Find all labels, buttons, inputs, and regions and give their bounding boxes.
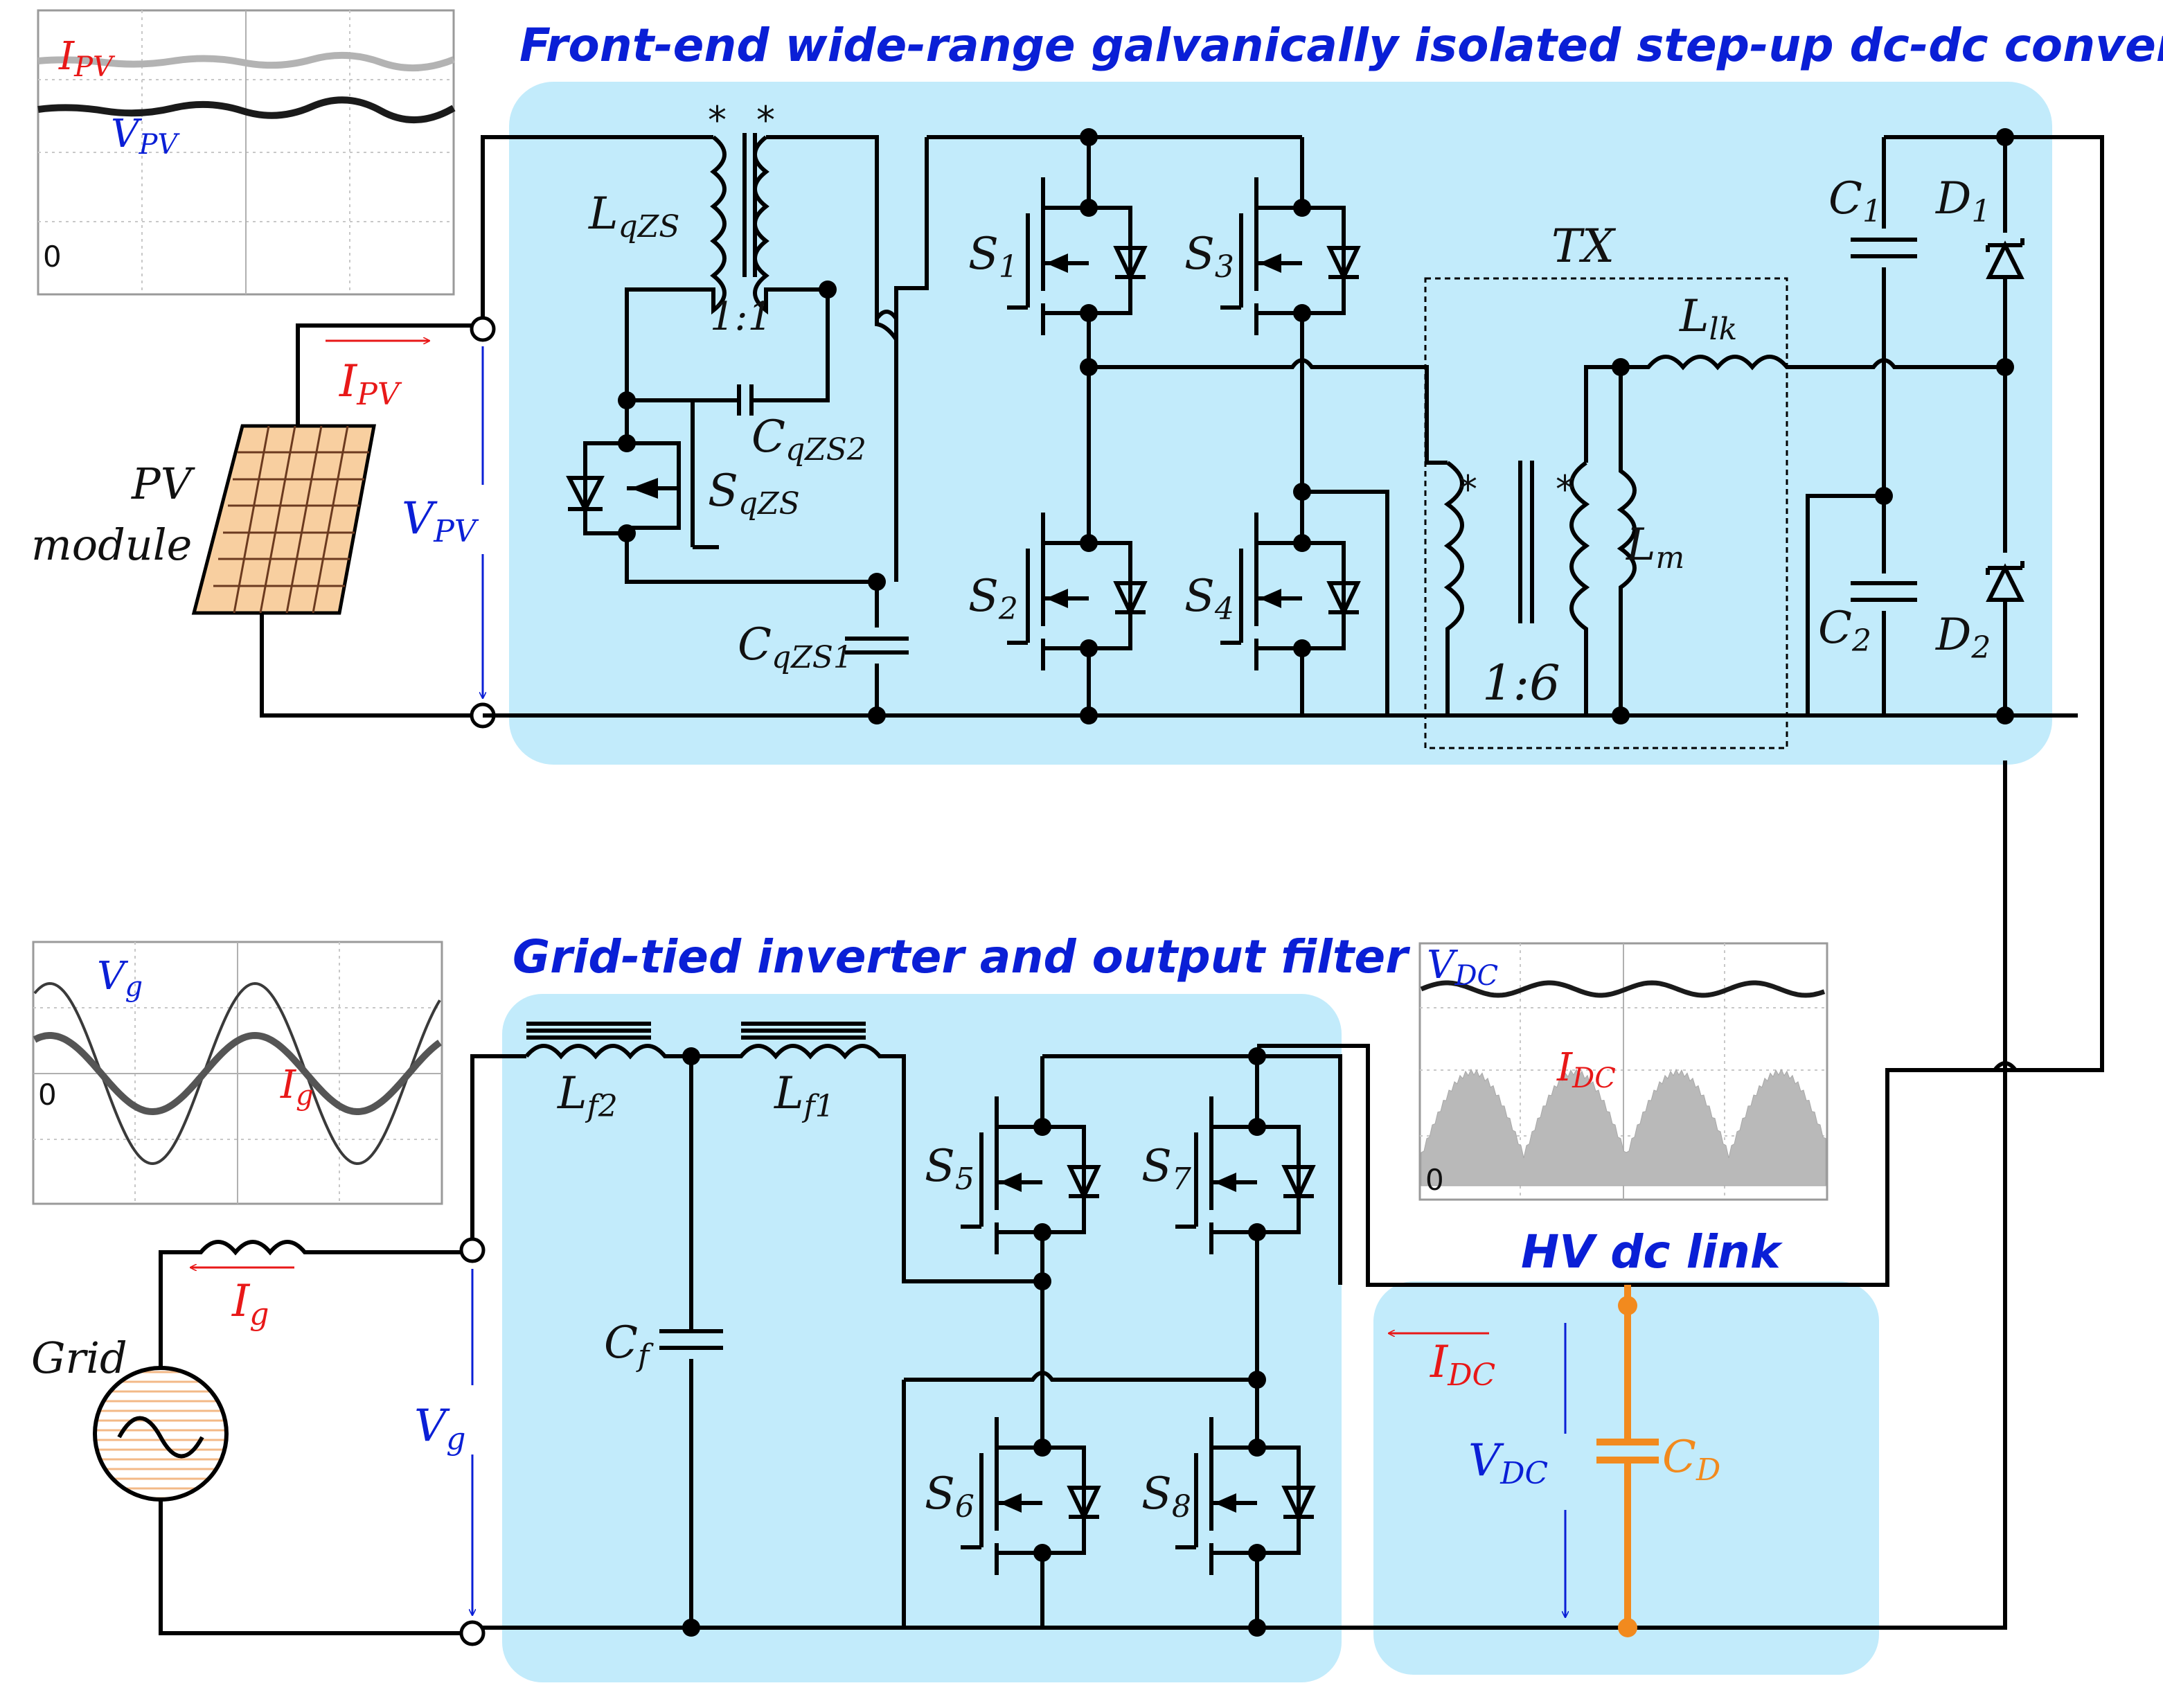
grid-current-label: Ig: [231, 1276, 269, 1332]
qzs-ratio-label: 1:1: [710, 294, 772, 339]
grid-terminal-bottom: [459, 1620, 486, 1646]
s8-label: S8: [1141, 1468, 1191, 1524]
tx-star-2: *: [1556, 468, 1574, 511]
grid-source: [93, 1240, 461, 1635]
s2-label: S2: [968, 571, 1018, 627]
dc-scope-v-label: VDC: [1427, 943, 1498, 992]
front-end-title: Front-end wide-range galvanically isolat…: [519, 19, 2163, 72]
sqzs-label: SqZS: [708, 465, 800, 522]
cqzs2-label: CqZS2: [751, 411, 866, 468]
pv-terminal-plus: [470, 316, 496, 342]
grid-terminal-top: [459, 1237, 486, 1263]
grid-scope-zero: 0: [38, 1078, 57, 1112]
s5-label: S5: [925, 1141, 974, 1197]
qzs-star-1: *: [708, 98, 727, 142]
pv-current-label: IPV: [339, 356, 402, 412]
dc-current-label: IDC: [1430, 1337, 1495, 1393]
dc-scope-inset: [1418, 942, 1828, 1201]
pv-scope-i-label: IPV: [58, 34, 116, 83]
pv-module: [191, 323, 472, 718]
lf1-label: Lf1: [774, 1068, 835, 1124]
dc-voltage-label: VDC: [1468, 1435, 1548, 1491]
s6-label: S6: [925, 1468, 974, 1524]
pv-scope-zero: 0: [43, 240, 62, 274]
lm-label: Lm: [1626, 519, 1684, 576]
s4-label: S4: [1184, 571, 1234, 627]
tx-ratio-label: 1:6: [1482, 655, 1560, 711]
pv-module-label-2: module: [31, 519, 192, 570]
pv-scope-inset: [37, 9, 456, 296]
grid-label: Grid: [31, 1333, 127, 1383]
grid-inverter: [470, 760, 2007, 1637]
dc-link-capacitor: [1596, 1285, 1659, 1637]
s3-label: S3: [1184, 229, 1234, 285]
s7-label: S7: [1141, 1141, 1191, 1197]
dc-link-title: HV dc link: [1521, 1225, 1783, 1279]
pv-voltage-label: VPV: [402, 493, 479, 549]
grid-scope-i-label: Ig: [280, 1062, 314, 1112]
tx-label: TX: [1551, 220, 1617, 273]
transformer-tx: [1424, 277, 2005, 749]
tx-star-1: *: [1459, 468, 1477, 511]
llk-label: Llk: [1679, 291, 1737, 347]
dc-scope-zero: 0: [1425, 1163, 1444, 1197]
d1-label: D1: [1935, 173, 1991, 229]
c1-label: C1: [1828, 173, 1882, 229]
primary-h-bridge: [927, 128, 1448, 724]
qzs-stage: [481, 133, 2078, 724]
c2-label: C2: [1818, 603, 1871, 659]
grid-scope-v-label: Vg: [97, 954, 143, 1003]
inverter-title: Grid-tied inverter and output filter: [513, 930, 1410, 984]
s1-label: S1: [968, 229, 1018, 285]
lqzs-label: LqZS: [588, 188, 679, 244]
front-end-region: [509, 82, 2052, 765]
pv-scope-v-label: VPV: [111, 112, 180, 161]
inverter-region: [502, 994, 1342, 1682]
cqzs1-label: CqZS1: [738, 619, 853, 675]
d2-label: D2: [1935, 610, 1991, 666]
qzs-star-2: *: [756, 98, 775, 142]
grid-scope-inset: [32, 941, 443, 1205]
grid-voltage-label: Vg: [414, 1400, 465, 1457]
dc-cap-label: CD: [1662, 1432, 1720, 1488]
lf2-label: Lf2: [557, 1068, 618, 1124]
pv-module-label-1: PV: [131, 459, 196, 509]
dc-scope-i-label: IDC: [1556, 1045, 1616, 1094]
